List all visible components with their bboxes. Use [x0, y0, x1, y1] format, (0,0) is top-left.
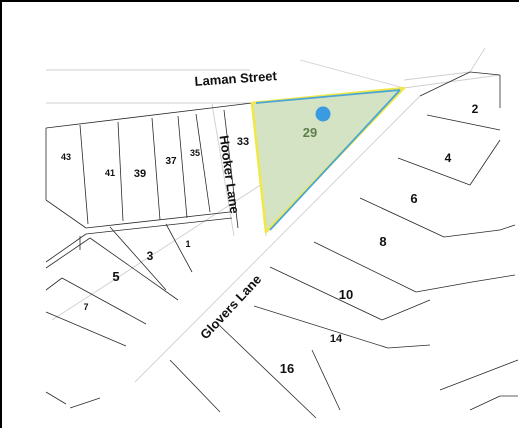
subject-lot-boundary [269, 89, 401, 231]
lot-number: 43 [61, 152, 71, 162]
subject-lot[interactable]: 29 [250, 86, 406, 234]
lot-number: 14 [330, 333, 343, 345]
lot-number: 10 [339, 287, 353, 302]
street-name-laman: Laman Street [194, 68, 278, 89]
lot-number: 16 [280, 361, 294, 376]
lot-numbers: 43 41 39 37 35 33 3 1 5 7 2 4 6 8 10 14 … [61, 102, 479, 376]
lot-number: 4 [445, 151, 452, 165]
lot-number: 3 [147, 249, 154, 263]
lot-number: 41 [105, 168, 115, 178]
subject-lot-number: 29 [303, 125, 317, 140]
location-pin-icon[interactable] [315, 106, 331, 122]
street-name-glovers: Glovers Lane [197, 272, 264, 342]
lot-number: 6 [410, 191, 417, 206]
lot-number: 33 [237, 136, 249, 148]
lot-number: 37 [165, 156, 177, 167]
lot-number: 8 [379, 234, 386, 249]
lot-number: 7 [83, 302, 88, 312]
lot-number: 2 [472, 102, 479, 116]
lots-west [45, 102, 253, 409]
lot-number: 5 [112, 269, 119, 284]
lot-number: 1 [185, 239, 190, 249]
lot-number: 39 [134, 168, 146, 180]
subject-lot-boundary [255, 89, 401, 104]
lots-east [169, 71, 519, 419]
lot-number: 35 [190, 148, 200, 158]
